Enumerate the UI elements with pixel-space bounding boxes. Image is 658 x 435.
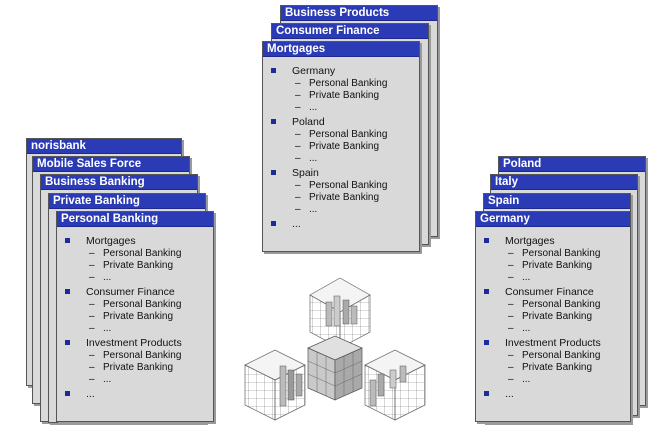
bullet-icon (65, 289, 70, 294)
central-cube (307, 335, 363, 401)
sub-item: –Personal Banking (295, 78, 388, 89)
sub-item: –... (508, 272, 531, 283)
left-card-header: Mobile Sales Force (33, 157, 189, 172)
list-item: Investment Products (484, 335, 624, 350)
center-card-body: Germany –Personal Banking –Private Banki… (263, 57, 419, 251)
center-card-header: Business Products (281, 6, 437, 21)
bullet-icon (65, 391, 70, 396)
sub-item: –... (295, 153, 318, 164)
data-cube-illustration (240, 270, 430, 430)
left-card-header: norisbank (27, 139, 181, 154)
center-card-header: Consumer Finance (272, 24, 428, 39)
sub-item: –Private Banking (508, 260, 593, 271)
sub-item: –Personal Banking (508, 299, 601, 310)
sub-item: –Private Banking (295, 192, 380, 203)
sub-item: –Personal Banking (508, 248, 601, 259)
left-card-header: Personal Banking (57, 212, 213, 227)
sub-item: –... (508, 374, 531, 385)
data-cube-icon (244, 277, 426, 421)
right-card-header: Germany (476, 212, 630, 227)
sub-item: –Private Banking (508, 362, 593, 373)
sub-item: –Private Banking (295, 141, 380, 152)
right-card-front: Germany Mortgages –Personal Banking –Pri… (475, 211, 631, 422)
sub-item: –... (89, 374, 112, 385)
list-item: Investment Products (65, 335, 207, 350)
sub-item: –... (89, 272, 112, 283)
sub-item: –Personal Banking (295, 129, 388, 140)
left-card-header: Private Banking (49, 194, 205, 209)
list-item: ... (65, 386, 207, 401)
sub-item: –Personal Banking (89, 350, 182, 361)
sub-item: –Personal Banking (89, 248, 182, 259)
list-item: Germany (271, 63, 413, 78)
bullet-icon (484, 289, 489, 294)
right-grid-box (364, 349, 426, 421)
left-card-body: Mortgages –Personal Banking –Private Ban… (57, 227, 213, 421)
left-card-header: Business Banking (41, 175, 197, 190)
list-item: ... (484, 386, 624, 401)
bullet-icon (484, 340, 489, 345)
list-item: Consumer Finance (65, 284, 207, 299)
right-card-body: Mortgages –Personal Banking –Private Ban… (476, 227, 630, 421)
list-item: Poland (271, 114, 413, 129)
bullet-icon (271, 221, 276, 226)
sub-item: –... (89, 323, 112, 334)
sub-item: –Personal Banking (295, 180, 388, 191)
list-item: Mortgages (484, 233, 624, 248)
sub-item: –... (508, 323, 531, 334)
bullet-icon (271, 119, 276, 124)
sub-item: –Personal Banking (508, 350, 601, 361)
bullet-icon (65, 238, 70, 243)
left-card-front: Personal Banking Mortgages –Personal Ban… (56, 211, 214, 422)
list-item: Spain (271, 165, 413, 180)
bullet-icon (65, 340, 70, 345)
bullet-icon (484, 238, 489, 243)
sub-item: –... (295, 102, 318, 113)
sub-item: –Private Banking (508, 311, 593, 322)
list-item: ... (271, 216, 413, 231)
left-grid-box (244, 349, 306, 421)
sub-item: –Personal Banking (89, 299, 182, 310)
sub-item: –Private Banking (295, 90, 380, 101)
sub-item: –Private Banking (89, 311, 174, 322)
top-grid-box (309, 277, 371, 349)
sub-item: –Private Banking (89, 260, 174, 271)
center-card-front: Mortgages Germany –Personal Banking –Pri… (262, 41, 420, 252)
center-card-header: Mortgages (263, 42, 419, 57)
right-card-header: Poland (499, 157, 645, 172)
sub-item: –... (295, 204, 318, 215)
list-item: Consumer Finance (484, 284, 624, 299)
right-card-header: Italy (491, 175, 637, 190)
list-item: Mortgages (65, 233, 207, 248)
right-card-header: Spain (484, 194, 630, 209)
bullet-icon (484, 391, 489, 396)
sub-item: –Private Banking (89, 362, 174, 373)
bullet-icon (271, 170, 276, 175)
bullet-icon (271, 68, 276, 73)
